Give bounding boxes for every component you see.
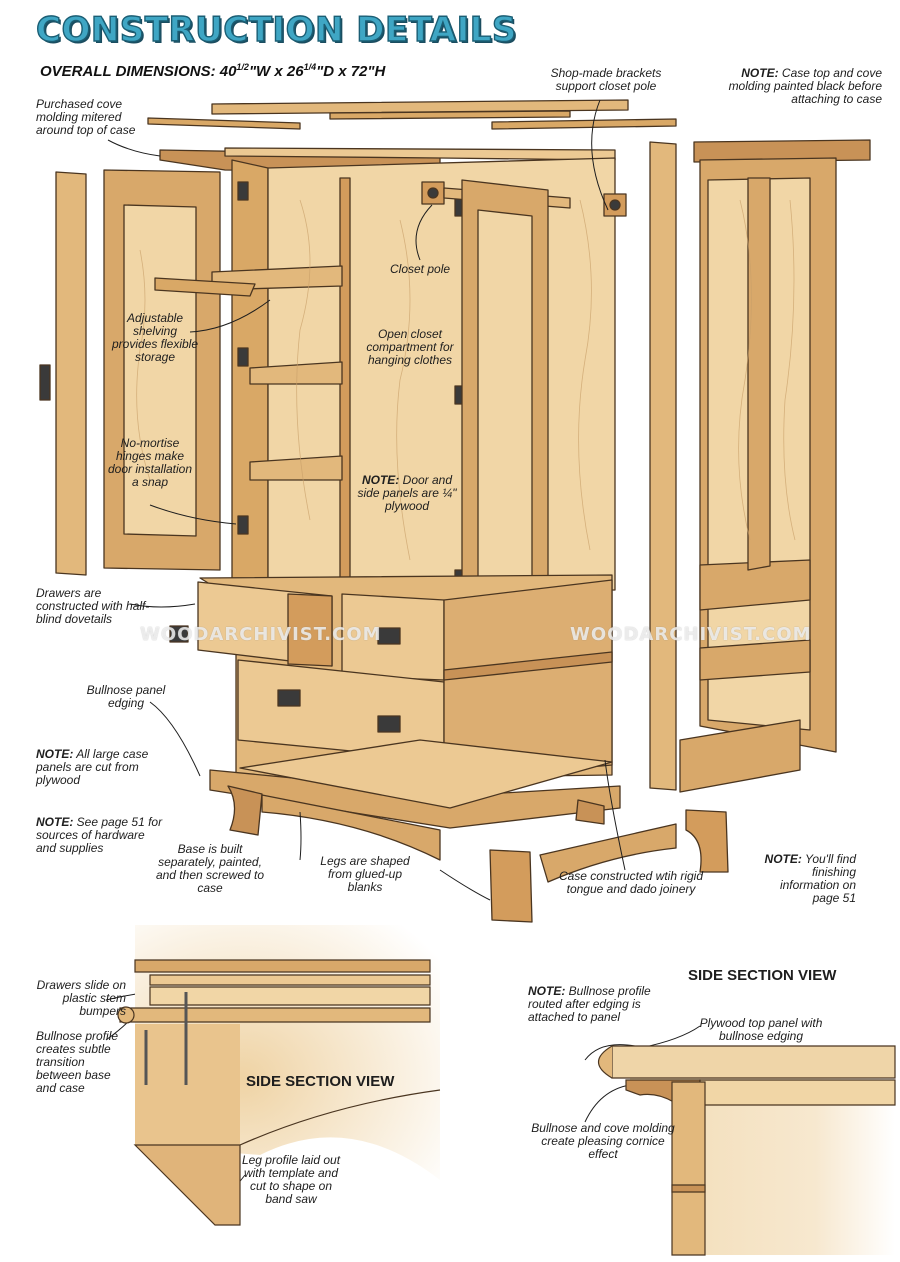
note-label: NOTE: (764, 852, 802, 866)
callout-note-finishing: NOTE: You'll find finishing information … (756, 853, 856, 905)
shelf-upper-edge (154, 277, 256, 297)
cove-strip-left (147, 117, 301, 130)
section-label-left: SIDE SECTION VIEW (246, 1073, 395, 1090)
leg-front-right (575, 799, 605, 825)
note-label: NOTE: (361, 473, 400, 487)
door-knob-left (39, 364, 51, 401)
loose-apron (539, 823, 677, 883)
dims-mid: "W x 26 (248, 63, 304, 80)
callout-legs-shaped: Legs are shaped from glued-up blanks (320, 854, 410, 894)
loose-leg-blank-2 (685, 809, 729, 873)
note-text: You'll find finishing information on pag… (779, 852, 856, 905)
note-text: Bullnose profile routed after edging is … (528, 984, 651, 1024)
watermark-left: WOODARCHIVIST.COM (140, 624, 382, 645)
shelf-low (249, 455, 343, 481)
callout-drawers-slide: Drawers slide on plastic stem bumpers (36, 978, 126, 1018)
left-door-stile (55, 171, 87, 576)
right-side-center-stile (747, 177, 771, 571)
overall-dimensions: OVERALL DIMENSIONS: 401/2"W x 261/4"D x … (40, 62, 385, 80)
callout-brackets: Shop-made brackets support closet pole (550, 66, 662, 93)
callout-base-built: Base is built separately, painted, and t… (155, 842, 265, 895)
note-label: NOTE: (36, 815, 74, 829)
shelf-mid (249, 361, 343, 385)
hinge-2 (237, 347, 249, 367)
callout-drawers-dovetails: Drawers are constructed with half-blind … (36, 586, 150, 626)
side-stile (649, 141, 677, 791)
drawer-pull-3 (377, 715, 401, 733)
callout-closet-pole: Closet pole (390, 262, 451, 276)
callout-cove-molding: Purchased cove molding mitered around to… (36, 97, 136, 137)
right-side-low-rail (699, 639, 811, 681)
hinge-3 (237, 515, 249, 535)
base-apron (261, 794, 441, 861)
callout-note-plywood: NOTE: Door and side panels are ¼" plywoo… (352, 474, 462, 513)
drawer-rail (443, 651, 613, 681)
watermark-right: WOODARCHIVIST.COM (570, 624, 812, 645)
section-label-right: SIDE SECTION VIEW (688, 967, 837, 984)
note-label: NOTE: (528, 984, 566, 998)
callout-no-mortise-hinges: No-mortise hinges make door installation… (107, 436, 193, 489)
callout-adjustable-shelving: Adjustable shelving provides flexible st… (111, 311, 199, 364)
right-side-cove (693, 139, 871, 163)
hinge-1 (237, 181, 249, 201)
right-section-view (597, 1045, 896, 1256)
callout-case-joinery: Case constructed wtih rigid tongue and d… (558, 869, 704, 896)
callout-note-hardware: NOTE: See page 51 for sources of hardwar… (36, 816, 166, 855)
base-top-plate (239, 739, 613, 809)
note-text: See page 51 for sources of hardware and … (36, 815, 163, 855)
case-top-panel (224, 147, 616, 161)
left-section-view (117, 925, 441, 1226)
leg-front-left (227, 785, 263, 836)
loose-leg-blank-1 (489, 849, 533, 923)
callout-note-bullnose-routed: NOTE: Bullnose profile routed after edgi… (528, 985, 663, 1024)
dims-prefix: OVERALL DIMENSIONS: 40 (40, 63, 237, 80)
drawer-pull-2 (277, 689, 301, 707)
callout-bullnose-edging: Bullnose panel edging (86, 683, 166, 710)
cove-strip-back (329, 110, 571, 120)
page-title: CONSTRUCTION DETAILS (35, 9, 517, 50)
right-side-mid-rail (699, 559, 811, 611)
drawer-pull-loose (169, 625, 189, 643)
note-text: All large case panels are cut from plywo… (36, 747, 149, 787)
note-label: NOTE: (36, 747, 74, 761)
callout-open-closet: Open closet compartment for hanging clot… (366, 327, 454, 367)
callout-plywood-top: Plywood top panel with bullnose edging (699, 1016, 823, 1043)
callout-note-large-panels: NOTE: All large case panels are cut from… (36, 748, 156, 787)
note-label: NOTE: (741, 66, 779, 80)
callout-leg-profile: Leg profile laid out with template and c… (241, 1153, 341, 1206)
note-text: Door and side panels are ¼" plywood (357, 473, 457, 513)
drawer-pull-1 (377, 627, 401, 645)
dims-width-fraction: 1/2 (236, 62, 249, 72)
center-door-panel (477, 209, 533, 591)
dims-depth-fraction: 1/4 (303, 62, 317, 72)
right-loose-rail (679, 719, 801, 793)
callout-bullnose-transition: Bullnose profile creates subtle transiti… (36, 1029, 119, 1095)
callout-bullnose-cove: Bullnose and cove molding create pleasin… (531, 1121, 675, 1161)
callout-note-case-top: NOTE: Case top and cove molding painted … (712, 67, 882, 106)
case-top-board (211, 99, 629, 115)
drawer-small-left-side (287, 593, 333, 667)
note-text: Case top and cove molding painted black … (728, 66, 882, 106)
drawer-case-right (443, 579, 613, 781)
cove-strip-right (491, 118, 677, 130)
dims-suffix: "D x 72"H (316, 63, 386, 80)
